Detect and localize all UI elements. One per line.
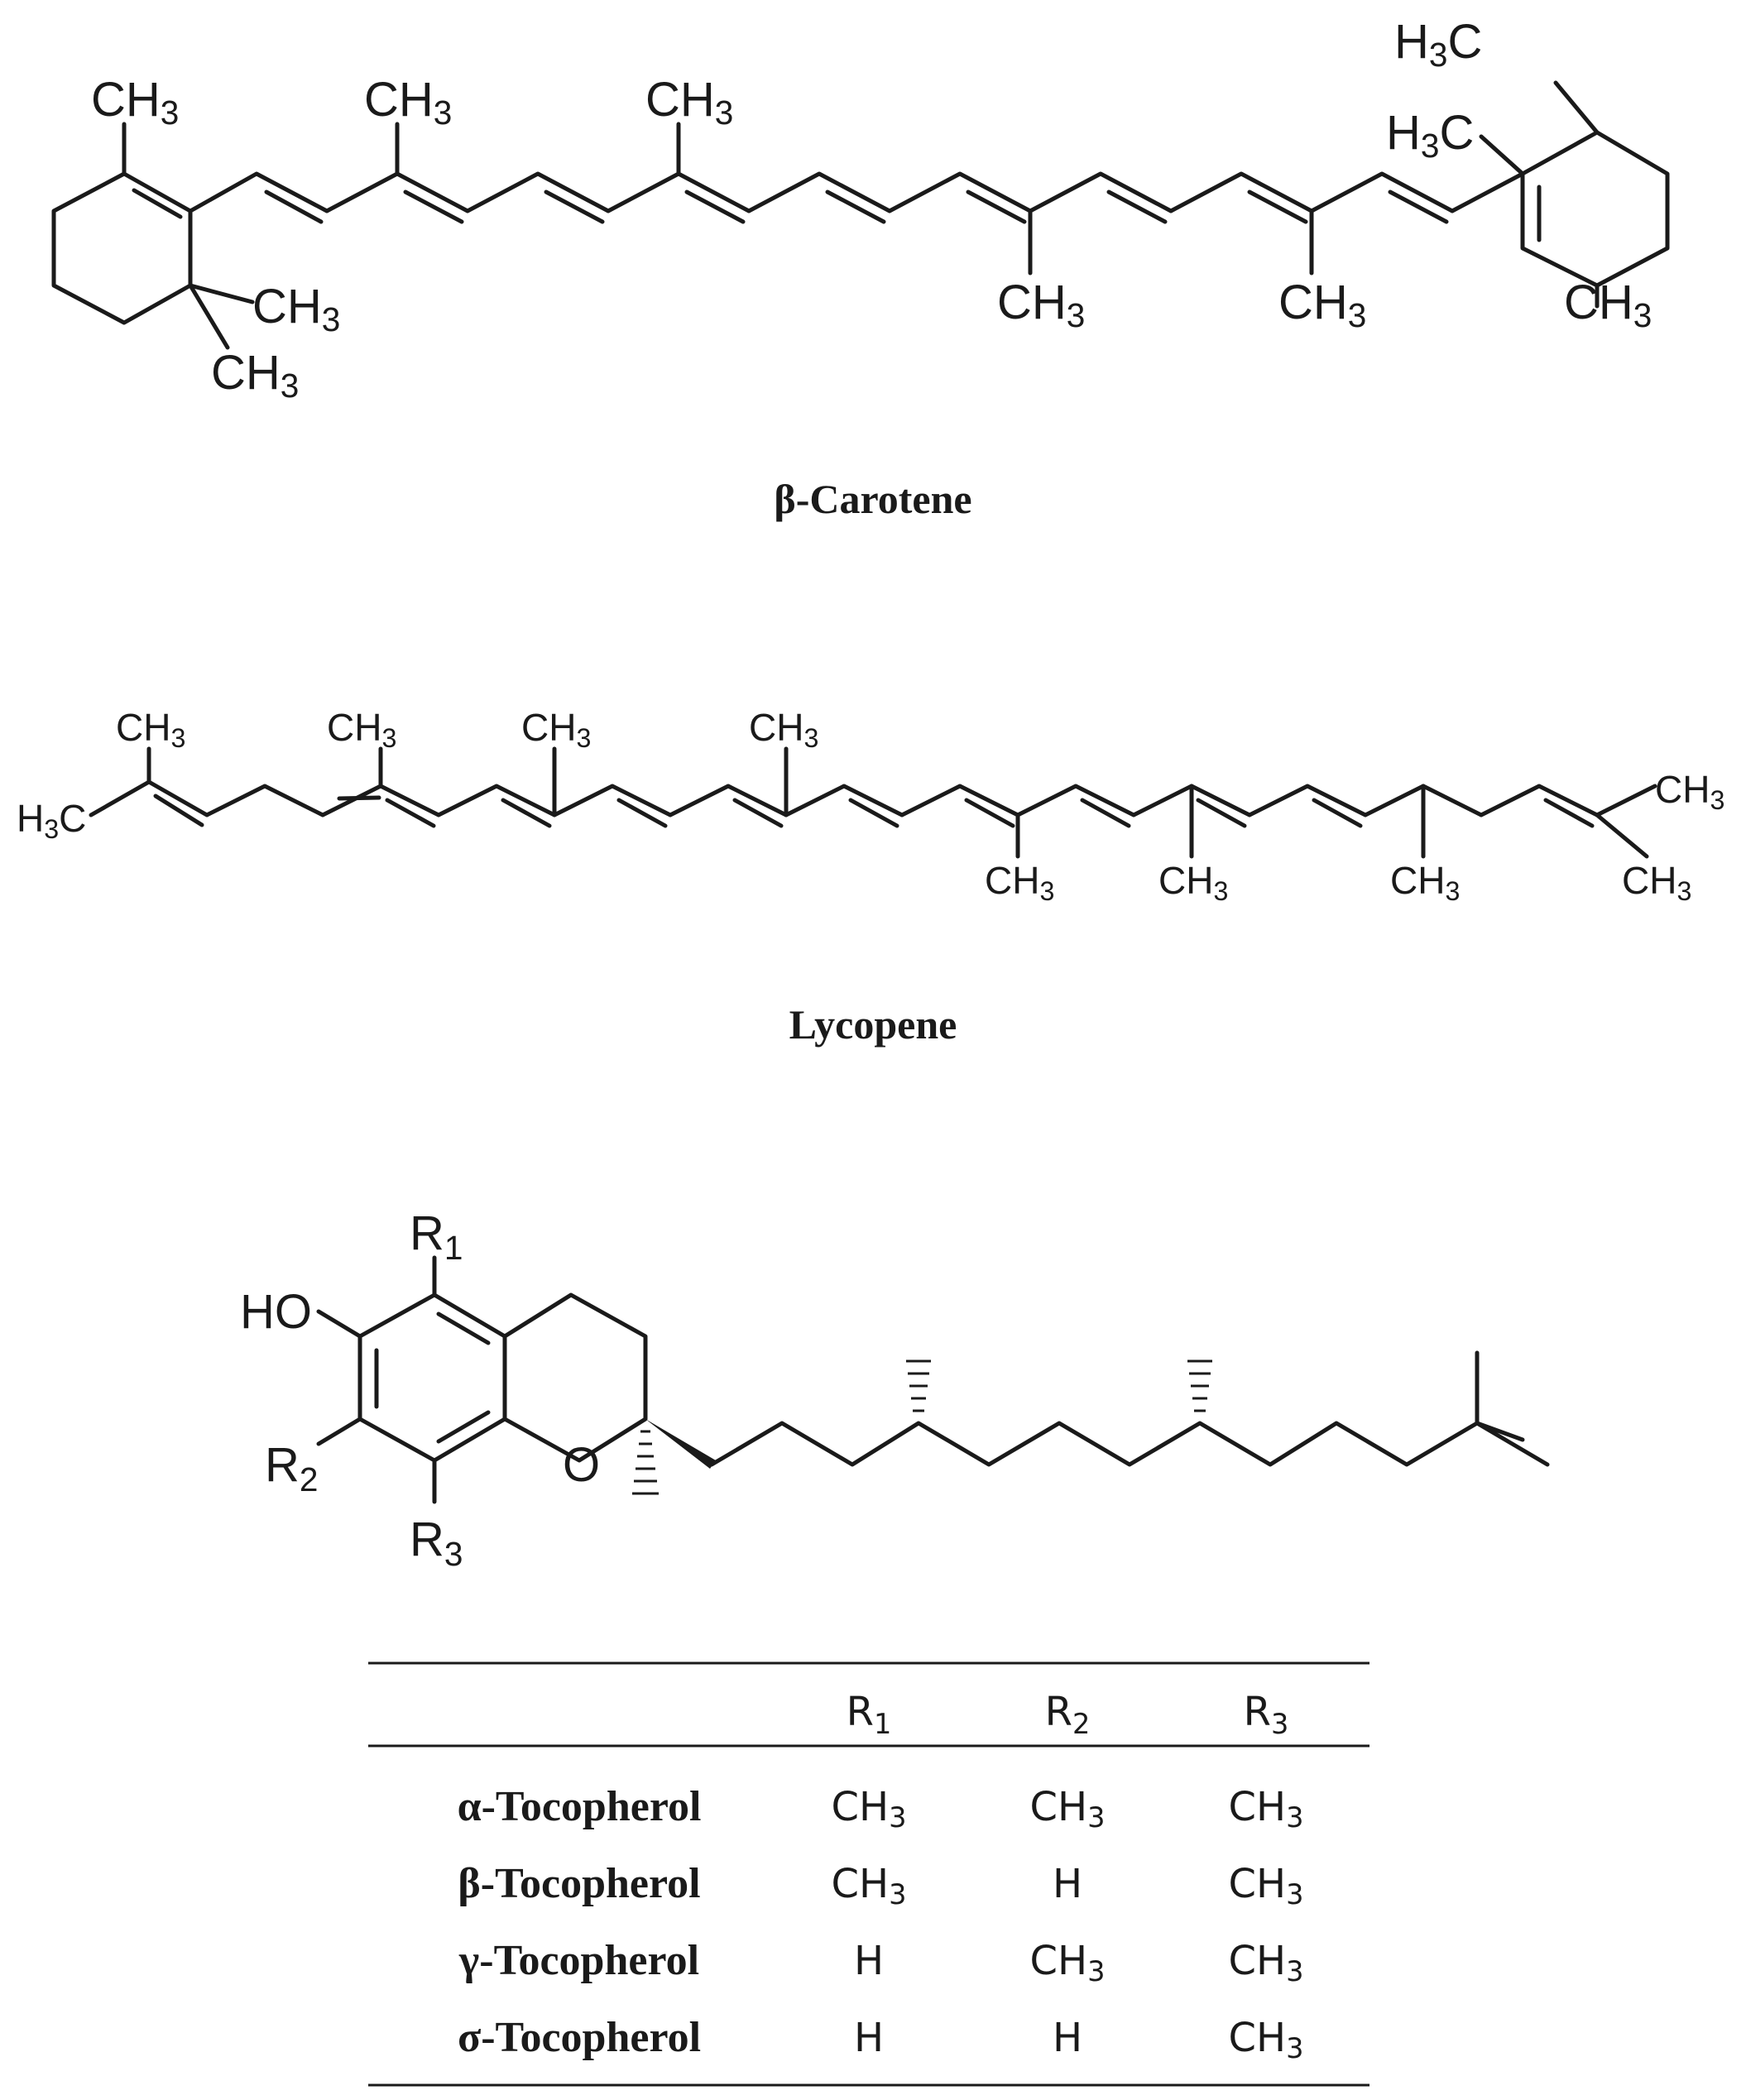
toco-chain-hash-methyl-2 [1187,1359,1212,1412]
bc-double-2 [403,189,464,224]
bc-right-gem-methyl-a [1479,134,1525,176]
toco-wedge-bond [645,1419,716,1469]
ly-double-1 [153,793,204,827]
bc-double-8 [1247,189,1308,224]
ly-label-ch3-up-4: CH3 [749,706,818,753]
ly-label-ch3-down-1: CH3 [985,859,1054,906]
toco-label-o: O [563,1438,600,1492]
bc-right-ring [1520,130,1670,288]
bc-left-ring-double [132,188,183,219]
bc-label-h3c-right-b: H3C [1386,106,1474,165]
table-cell-r3: CH3 [1229,2015,1304,2064]
table-cell-r2: H [1053,2015,1082,2061]
bc-double-4 [684,189,746,224]
table-cell-name: γ-Tocopherol [458,1937,699,1984]
ly-double-11 [1312,798,1363,828]
table-header-2: R2 [1045,1689,1091,1740]
ly-label-ch3-down-4: CH3 [1622,859,1691,906]
ly-double-8 [964,798,1015,828]
table-cell-name: α-Tocopherol [458,1783,702,1830]
table-cell-r1: H [854,2015,884,2061]
toco-label-r3: R3 [410,1513,463,1573]
bc-left-ring [51,171,193,325]
table-cell-r3: CH3 [1229,1784,1304,1834]
ly-double-5 [616,798,668,828]
ly-label-h3c-left: H3C [17,797,86,844]
ly-double-12 [1543,798,1595,828]
bc-left-gem-methyl-a [188,283,255,304]
table-row: γ-Tocopherol H CH3 CH3 [458,1937,1304,1987]
table-header-3: R3 [1244,1689,1289,1740]
ly-label-ch3-down-2: CH3 [1158,859,1228,906]
table-row: β-Tocopherol CH3 H CH3 [458,1860,1303,1911]
toco-pyran-ring [502,1292,648,1463]
bc-double-6 [966,189,1027,224]
table-cell-r1: CH3 [832,1861,907,1911]
toco-chain-terminal-right [1475,1421,1525,1442]
toco-hash-methyl [632,1430,659,1495]
bc-double-7 [1106,189,1168,224]
bc-double-9 [1388,189,1449,224]
ly-double-7 [848,798,899,828]
ly-label-ch3-right: CH3 [1655,768,1724,815]
ly-chain [89,779,1657,817]
bc-polyene-chain [188,171,1525,213]
toco-oh-bond [316,1309,362,1339]
bc-double-5 [825,189,886,224]
table-cell-r1: H [854,1938,884,1984]
ly-label-ch3-up-2: CH3 [327,706,396,753]
toco-label-r1: R1 [410,1206,463,1267]
table-cell-r1: CH3 [832,1784,907,1834]
ly-double-4 [501,798,552,828]
table-cell-r3: CH3 [1229,1861,1304,1911]
ly-double-3 [385,798,436,828]
table-cell-r3: CH3 [1229,1938,1304,1987]
table-cell-name: σ-Tocopherol [458,2014,701,2061]
toco-label-ho: HO [240,1285,312,1339]
ly-label-ch3-up-3: CH3 [521,706,591,753]
beta-carotene-structure: CH3 CH3 CH3 CH3 CH3 CH3 CH3 CH3 H3C H3C … [51,15,1670,522]
table-cell-name: β-Tocopherol [458,1860,700,1907]
bc-double-1 [264,189,324,224]
bc-label-ch3-left-gem-a: CH3 [252,280,340,338]
table-header-row: R1 R2 R3 [847,1689,1289,1740]
bc-label-ch3-left-gem-b: CH3 [211,346,299,405]
bc-label-ch3-chain-down-1: CH3 [997,276,1085,334]
table-row: α-Tocopherol CH3 CH3 CH3 [458,1783,1304,1834]
bc-label-ch3-left-top: CH3 [91,73,179,132]
toco-benzene-ring [357,1292,507,1463]
toco-benzene-double-c [436,1410,491,1444]
bc-double-3 [544,189,605,224]
tocopherol-structure: HO O R1 R2 R3 [240,1206,1550,1573]
bc-right-ring-top [1553,80,1600,135]
table-header-1: R1 [847,1689,892,1740]
bc-left-gem-methyl-b [188,283,230,350]
caption-lycopene: Lycopene [789,1001,957,1048]
ly-label-ch3-up-1: CH3 [116,706,185,753]
ly-double-10 [1196,798,1247,828]
ly-double-9 [1080,798,1131,828]
table-row: σ-Tocopherol H H CH3 [458,2014,1304,2064]
bc-label-ch3-chain-down-2: CH3 [1278,276,1366,334]
table-cell-r2: H [1053,1861,1082,1907]
bc-label-ch3-right-bottom: CH3 [1564,276,1652,334]
ly-double-6 [732,798,784,828]
caption-beta-carotene: β-Carotene [774,476,971,522]
toco-label-r2: R2 [265,1438,318,1498]
ly-label-ch3-down-3: CH3 [1390,859,1460,906]
bc-label-h3c-right-a: H3C [1394,15,1482,74]
toco-phytyl-chain [709,1421,1550,1467]
table-cell-r2: CH3 [1030,1784,1106,1834]
toco-r2-bond [316,1417,362,1446]
bc-label-ch3-chain-up-2: CH3 [645,73,733,132]
toco-benzene-double-b [436,1311,491,1345]
table-cell-r2: CH3 [1030,1938,1106,1987]
toco-chain-hash-methyl-1 [906,1359,931,1412]
lycopene-structure: CH3 H3C CH3 CH3 CH3 CH3 CH3 CH3 CH3 CH3 … [17,706,1724,1048]
bc-label-ch3-chain-up-1: CH3 [364,73,452,132]
ly-methyl-down-4 [1595,813,1649,859]
